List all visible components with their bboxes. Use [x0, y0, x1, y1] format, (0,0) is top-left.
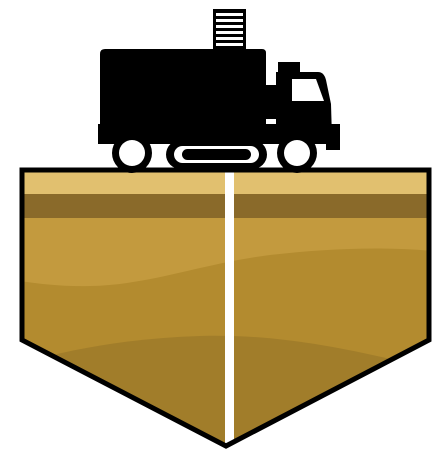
- truck-mirror: [266, 91, 275, 101]
- dark-band-layer: [0, 194, 442, 218]
- cable-reel-icon: [213, 9, 246, 50]
- front-wheel-icon: [277, 133, 317, 173]
- truck-bumper: [326, 133, 340, 150]
- track-icon: [166, 140, 267, 169]
- borehole-line: [225, 168, 234, 453]
- soil-shield-icon: [0, 168, 442, 456]
- rear-wheel-icon: [112, 133, 152, 173]
- topsoil-layer: [0, 170, 442, 194]
- truck-cargo-box: [100, 49, 266, 124]
